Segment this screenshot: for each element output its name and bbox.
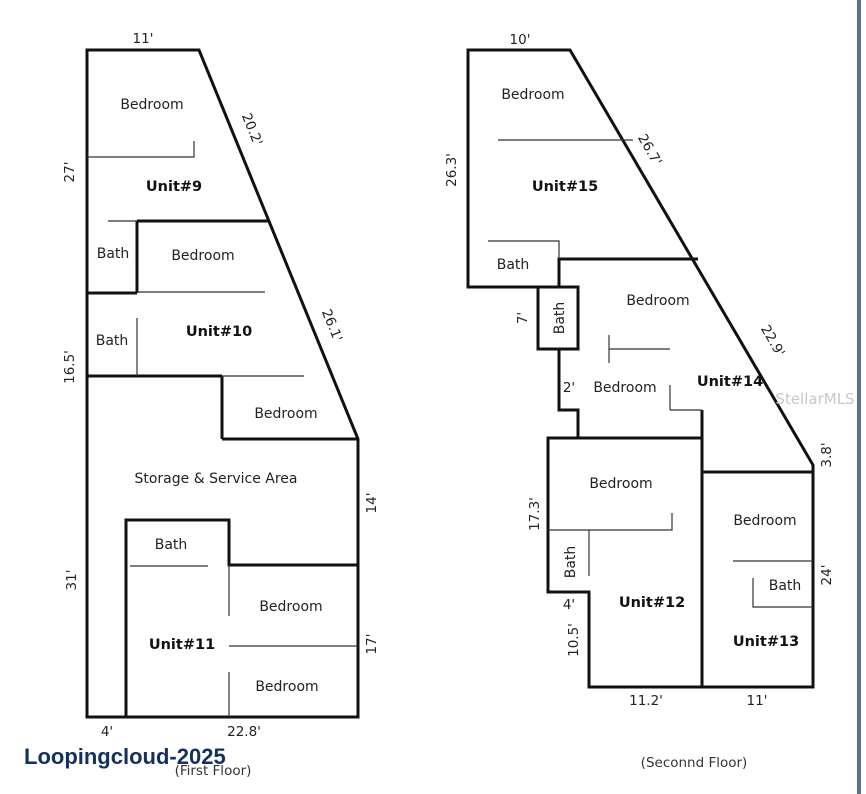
wall-unit11-outline xyxy=(124,518,358,717)
partition-bedroom9a xyxy=(87,141,195,158)
wall-bath14-box xyxy=(538,285,580,351)
unit-12-label: Unit#12 xyxy=(619,595,685,611)
room-bedroom-12: Bedroom xyxy=(589,476,652,492)
dim-ff-right-upper: 14' xyxy=(364,493,380,514)
room-bedroom-14a: Bedroom xyxy=(626,293,689,309)
room-bath-12: Bath xyxy=(563,546,579,579)
dim-sf-step-c: 4' xyxy=(563,597,575,613)
room-storage-service: Storage & Service Area xyxy=(134,471,297,487)
dim-sf-top: 10' xyxy=(510,32,531,48)
partition-bath15 xyxy=(488,240,560,259)
unit-10-label: Unit#10 xyxy=(186,324,252,340)
room-bedroom-15: Bedroom xyxy=(501,87,564,103)
room-bedroom-14b: Bedroom xyxy=(593,380,656,396)
dim-ff-right-lower: 17' xyxy=(364,634,380,655)
unit-11-label: Unit#11 xyxy=(149,637,215,653)
unit-13-label: Unit#13 xyxy=(733,634,799,650)
second-floor-caption: (Seconnd Floor) xyxy=(641,755,748,771)
dim-sf-left-lower: 17.3' xyxy=(527,497,543,531)
room-bath-9: Bath xyxy=(97,246,130,262)
dim-ff-left-upper: 27' xyxy=(62,162,78,183)
dim-sf-right-short: 3.8' xyxy=(819,442,835,467)
second-floor-outline xyxy=(466,48,815,689)
room-bath-14: Bath xyxy=(552,302,568,335)
room-bedroom-11a: Bedroom xyxy=(259,599,322,615)
dim-sf-bottom-right: 11' xyxy=(747,693,768,709)
dim-sf-left-bottom: 10.5' xyxy=(566,623,582,657)
room-bedroom-9a: Bedroom xyxy=(120,97,183,113)
right-edge-bar xyxy=(857,0,861,794)
unit-14-label: Unit#14 xyxy=(697,374,763,390)
room-bedroom-10: Bedroom xyxy=(254,406,317,422)
dim-sf-diag-upper: 26.7' xyxy=(634,131,665,168)
dim-ff-diag-upper: 20.2' xyxy=(238,111,265,148)
room-bedroom-11b: Bedroom xyxy=(255,679,318,695)
dim-sf-right-lower: 24' xyxy=(819,565,835,586)
dim-sf-bottom-left: 11.2' xyxy=(629,693,663,709)
second-floor-plan: Bedroom Unit#15 Bath Bath Bedroom Bedroo… xyxy=(444,32,835,771)
dim-sf-diag-lower: 22.9' xyxy=(757,322,788,359)
unit-9-label: Unit#9 xyxy=(146,179,202,195)
partition-bath13 xyxy=(752,578,813,608)
first-floor-outline xyxy=(85,48,360,719)
dim-sf-left-upper: 26.3' xyxy=(444,153,460,187)
dim-ff-diag-lower: 26.1' xyxy=(318,307,345,344)
room-bath-10: Bath xyxy=(96,333,129,349)
dim-ff-left-mid: 16.5' xyxy=(62,350,78,384)
brand-label: Loopingcloud-2025 xyxy=(24,744,226,769)
dim-sf-step-a: 7' xyxy=(515,312,531,324)
dim-sf-step-b: 2' xyxy=(563,380,575,396)
room-bedroom-13: Bedroom xyxy=(733,513,796,529)
first-floor-plan: Bedroom Unit#9 Bath Bedroom Bath Unit#10… xyxy=(62,31,380,779)
dim-ff-top: 11' xyxy=(133,31,154,47)
room-bath-15: Bath xyxy=(497,257,530,273)
dim-ff-bottom-left: 4' xyxy=(101,724,113,740)
room-bath-13: Bath xyxy=(769,578,802,594)
wall-unit15-unit14 xyxy=(538,257,698,289)
room-bath-11: Bath xyxy=(155,537,188,553)
watermark: StellarMLS xyxy=(775,390,854,408)
partition-bedroom12 xyxy=(548,513,673,531)
first-floor-caption: (First Floor) xyxy=(175,763,252,779)
dim-ff-left-lower: 31' xyxy=(64,570,80,591)
room-bedroom-9b: Bedroom xyxy=(171,248,234,264)
dim-ff-bottom-right: 22.8' xyxy=(227,724,261,740)
unit-15-label: Unit#15 xyxy=(532,179,598,195)
